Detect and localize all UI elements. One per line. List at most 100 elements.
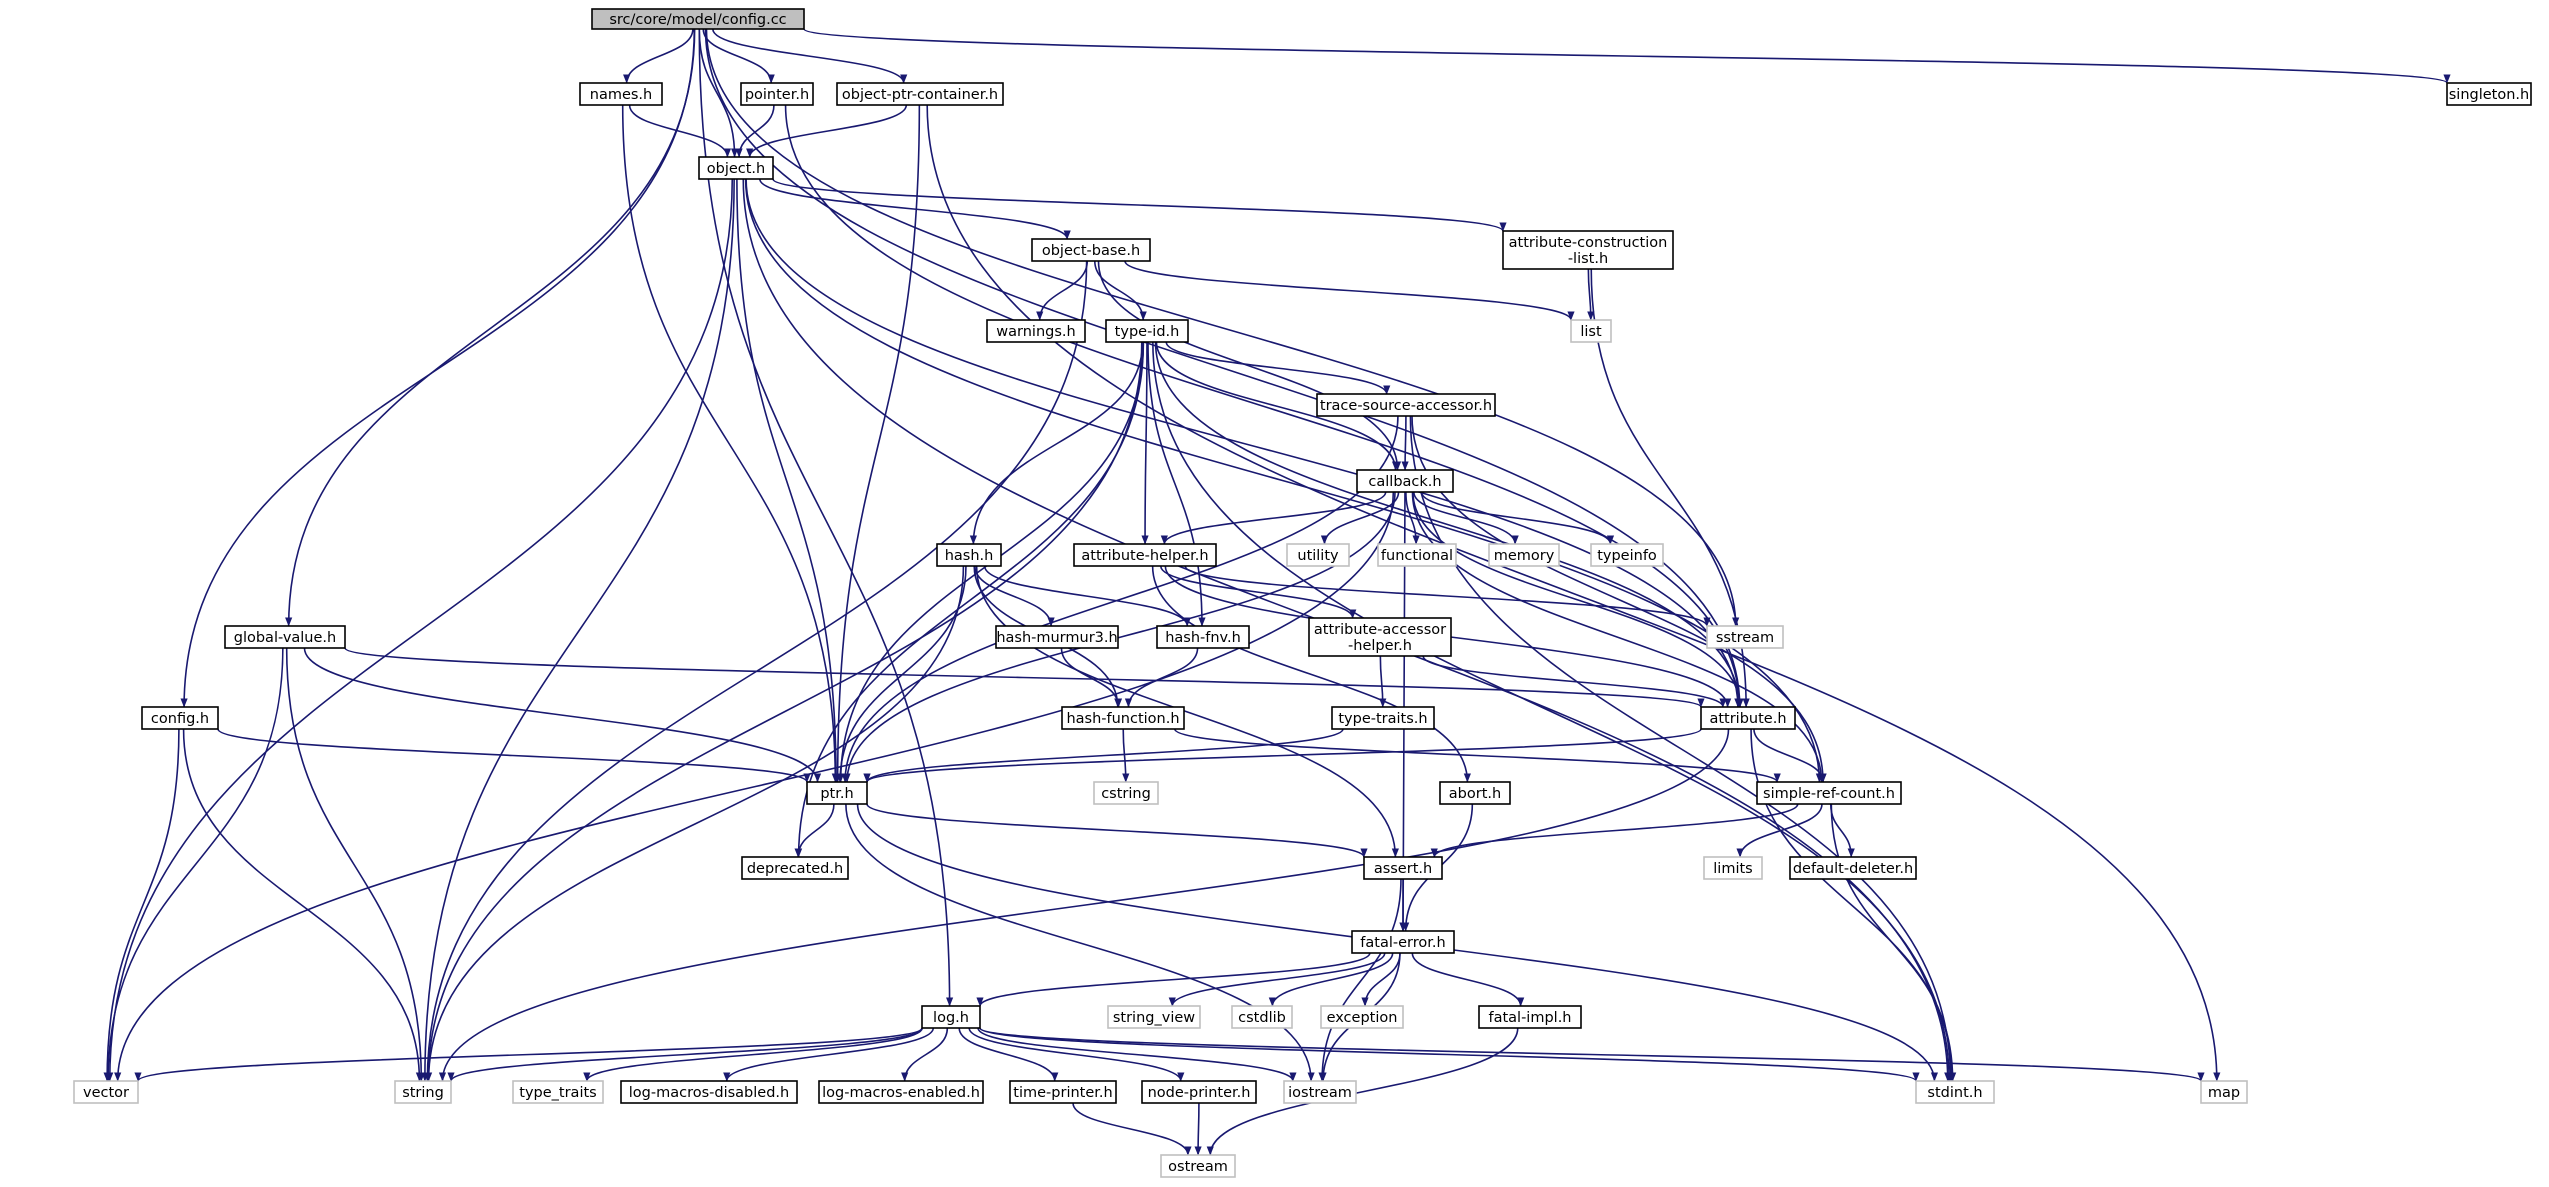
edge-config_h-to-string xyxy=(182,728,424,1082)
node-label: hash.h xyxy=(945,548,994,564)
node-box xyxy=(741,856,849,880)
node-deprecated-h[interactable]: deprecated.h xyxy=(741,856,849,880)
node-assert-h[interactable]: assert.h xyxy=(1363,856,1443,880)
edge-assert_h-to-iostream xyxy=(1318,878,1402,1082)
edge-hash_h-to-assert_h xyxy=(975,565,1399,858)
node-label: log-macros-disabled.h xyxy=(629,1085,789,1101)
edge-config_cc-to-names_h xyxy=(623,28,694,84)
node-label: limits xyxy=(1713,861,1752,877)
node-pointer-h[interactable]: pointer.h xyxy=(740,82,814,106)
node-label: vector xyxy=(83,1085,129,1101)
node-box xyxy=(512,1080,604,1104)
node-label: callback.h xyxy=(1368,474,1441,490)
node-box xyxy=(1160,1154,1236,1178)
node-label: warnings.h xyxy=(996,324,1075,340)
node-simple-ref-count-h[interactable]: simple-ref-count.h xyxy=(1756,781,1902,805)
node-log-macros-enabled-h[interactable]: log-macros-enabled.h xyxy=(818,1080,984,1104)
edge-log_h-to-map xyxy=(979,1027,2205,1082)
node-label: log-macros-enabled.h xyxy=(822,1085,980,1101)
node-attribute-h[interactable]: attribute.h xyxy=(1700,706,1796,730)
node-fatal-impl-h[interactable]: fatal-impl.h xyxy=(1478,1005,1582,1029)
node-box xyxy=(1590,543,1664,567)
edge-simple_ref_count_h-to-default_deleter_h xyxy=(1829,803,1855,858)
node-box xyxy=(1706,625,1784,649)
node-box xyxy=(986,319,1086,343)
node-type-id-h[interactable]: type-id.h xyxy=(1105,319,1189,343)
edge-object_ptr_container_h-to-map xyxy=(926,104,2221,1082)
node-label: global-value.h xyxy=(234,630,336,646)
edge-ptr_h-to-iostream xyxy=(845,803,1315,1082)
edge-callback_h-to-typeinfo xyxy=(1420,491,1615,545)
node-label: ptr.h xyxy=(820,786,853,802)
edge-global_value_h-to-ptr_h xyxy=(303,647,822,783)
node-singleton-h[interactable]: singleton.h xyxy=(2446,82,2532,106)
edge-attribute_h-to-string xyxy=(438,728,1730,1082)
node-time-printer-h[interactable]: time-printer.h xyxy=(1009,1080,1117,1104)
edge-config_cc-to-config_h xyxy=(180,28,696,708)
node-label: string_view xyxy=(1113,1010,1195,1026)
node-label: deprecated.h xyxy=(747,861,843,877)
node-attribute-accessor-helper-h[interactable]: attribute-accessor-helper.h xyxy=(1308,617,1452,657)
edge-object_h-to-vector xyxy=(106,178,734,1082)
node-label: attribute-helper.h xyxy=(1081,548,1208,564)
node-fatal-error-h[interactable]: fatal-error.h xyxy=(1351,930,1455,954)
edge-object_h-to-object_base_h xyxy=(759,178,1071,240)
node-warnings-h[interactable]: warnings.h xyxy=(986,319,1086,343)
edge-log_h-to-time_printer_h xyxy=(958,1027,1059,1082)
node-box xyxy=(1286,543,1350,567)
edge-object_base_h-to-type_id_h xyxy=(1094,260,1147,321)
node-type-traits-h[interactable]: type-traits.h xyxy=(1331,706,1435,730)
node-label: type-id.h xyxy=(1115,324,1180,340)
node-label: -list.h xyxy=(1568,251,1608,267)
edge-object_ptr_container_h-to-object_h xyxy=(746,104,908,158)
node-label: -helper.h xyxy=(1348,638,1412,654)
edge-type_id_h-to-hash_fnv_h xyxy=(1147,341,1206,627)
node-box xyxy=(224,625,346,649)
node-ptr-h[interactable]: ptr.h xyxy=(806,781,868,805)
node-attribute-helper-h[interactable]: attribute-helper.h xyxy=(1073,543,1217,567)
node-memory: memory xyxy=(1488,543,1560,567)
node-map: map xyxy=(2200,1080,2248,1104)
edge-hash_function_h-to-cstring xyxy=(1122,728,1130,783)
node-global-value-h[interactable]: global-value.h xyxy=(224,625,346,649)
node-label: attribute-construction xyxy=(1509,235,1668,251)
edge-object_ptr_container_h-to-ptr_h xyxy=(834,104,921,783)
node-hash-function-h[interactable]: hash-function.h xyxy=(1061,706,1185,730)
node-attribute-construction-list-h[interactable]: attribute-construction-list.h xyxy=(1502,230,1674,270)
node-label: hash-function.h xyxy=(1066,711,1179,727)
node-hash-murmur3-h[interactable]: hash-murmur3.h xyxy=(995,625,1119,649)
node-label: hash-fnv.h xyxy=(1165,630,1241,646)
node-box xyxy=(1703,856,1763,880)
node-box xyxy=(1478,1005,1582,1029)
edge-ptr_h-to-deprecated_h xyxy=(794,803,835,858)
node-box xyxy=(936,543,1002,567)
node-config-cc[interactable]: src/core/model/config.cc xyxy=(591,8,805,30)
node-box xyxy=(1105,319,1189,343)
edge-attribute_helper_h-to-sstream xyxy=(1184,565,1711,627)
node-callback-h[interactable]: callback.h xyxy=(1356,469,1454,493)
node-hash-h[interactable]: hash.h xyxy=(936,543,1002,567)
edge-node_printer_h-to-ostream xyxy=(1194,1102,1202,1156)
node-object-h[interactable]: object.h xyxy=(698,156,774,180)
node-log-h[interactable]: log.h xyxy=(921,1005,981,1029)
dependency-edges xyxy=(103,28,2451,1156)
node-default-deleter-h[interactable]: default-deleter.h xyxy=(1789,856,1917,880)
node-ostream: ostream xyxy=(1160,1154,1236,1178)
node-trace-source-accessor-h[interactable]: trace-source-accessor.h xyxy=(1316,393,1496,417)
node-box xyxy=(1320,1005,1404,1029)
node-names-h[interactable]: names.h xyxy=(579,82,663,106)
edge-hash_h-to-hash_fnv_h xyxy=(983,565,1191,627)
node-config-h[interactable]: config.h xyxy=(141,706,219,730)
edge-global_value_h-to-string xyxy=(285,647,425,1082)
node-abort-h[interactable]: abort.h xyxy=(1439,781,1511,805)
node-log-macros-disabled-h[interactable]: log-macros-disabled.h xyxy=(620,1080,798,1104)
node-hash-fnv-h[interactable]: hash-fnv.h xyxy=(1156,625,1250,649)
node-object-ptr-container-h[interactable]: object-ptr-container.h xyxy=(836,82,1004,106)
node-label: trace-source-accessor.h xyxy=(1320,398,1492,414)
node-label: cstring xyxy=(1101,786,1151,802)
node-node-printer-h[interactable]: node-printer.h xyxy=(1141,1080,1257,1104)
node-object-base-h[interactable]: object-base.h xyxy=(1031,238,1151,262)
edge-config_h-to-ptr_h xyxy=(217,728,811,783)
node-label: functional xyxy=(1381,548,1453,564)
node-label: default-deleter.h xyxy=(1793,861,1913,877)
